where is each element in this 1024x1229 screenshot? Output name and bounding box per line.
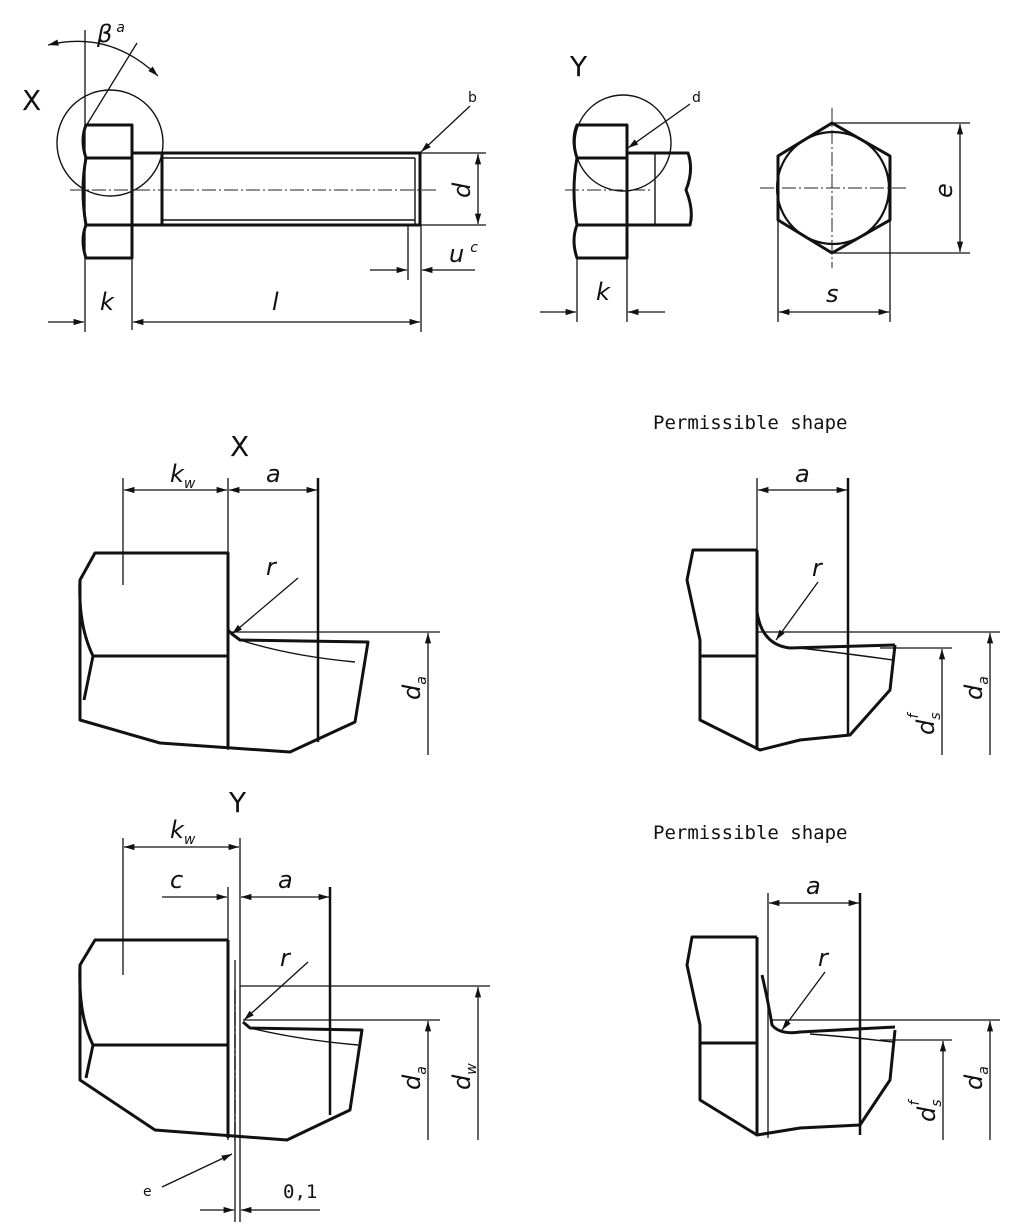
e-label: e [930, 183, 958, 198]
detail-x: X kw a r da [78, 430, 440, 755]
a-label: a [806, 872, 821, 900]
kw-label: kw [170, 460, 196, 492]
detail-y: Y kw c a r da dw e 0,1 [78, 786, 490, 1222]
detail-y-title: Y [228, 786, 247, 819]
da-label: da [960, 1066, 992, 1090]
dw-label: dw [448, 1063, 480, 1090]
r-label: r [812, 554, 824, 582]
s-label: s [826, 280, 839, 308]
da-label: da [398, 676, 430, 700]
k-label: k [100, 288, 115, 316]
da-label: da [398, 1066, 430, 1090]
r-label: r [280, 944, 292, 972]
a-label: a [795, 460, 810, 488]
permissible-shape-y: Permissible shape a r dsf da [653, 822, 1000, 1140]
permissible-y-title: Permissible shape [653, 822, 847, 844]
note-e: e [143, 1184, 152, 1200]
ds-label: dsf [907, 1098, 945, 1122]
permissible-x-title: Permissible shape [653, 412, 847, 434]
bolt-y-view: Y d k [540, 50, 701, 322]
r-label: r [818, 944, 830, 972]
r-label: r [266, 553, 278, 581]
a-label: a [266, 460, 281, 488]
d-label: d [448, 182, 476, 198]
k-label-y: k [596, 278, 611, 306]
detail-x-title: X [230, 430, 249, 463]
gap-label: 0,1 [283, 1181, 317, 1203]
detail-x-circle [56, 89, 164, 197]
view-y-label: Y [569, 50, 588, 83]
c-label: c [170, 866, 183, 894]
permissible-shape-x: Permissible shape a r dsf da [653, 412, 1000, 755]
kw-label: kw [170, 816, 196, 848]
l-label: l [272, 288, 279, 316]
ds-label: dsf [906, 711, 944, 735]
a-label: a [278, 866, 293, 894]
detail-y-circle [574, 94, 672, 192]
view-x-label: X [22, 84, 41, 117]
beta-angle-arc [47, 39, 159, 77]
da-label: da [960, 676, 992, 700]
hex-end-view: e s [760, 108, 970, 322]
note-b: b [468, 90, 477, 106]
note-d: d [692, 90, 701, 106]
